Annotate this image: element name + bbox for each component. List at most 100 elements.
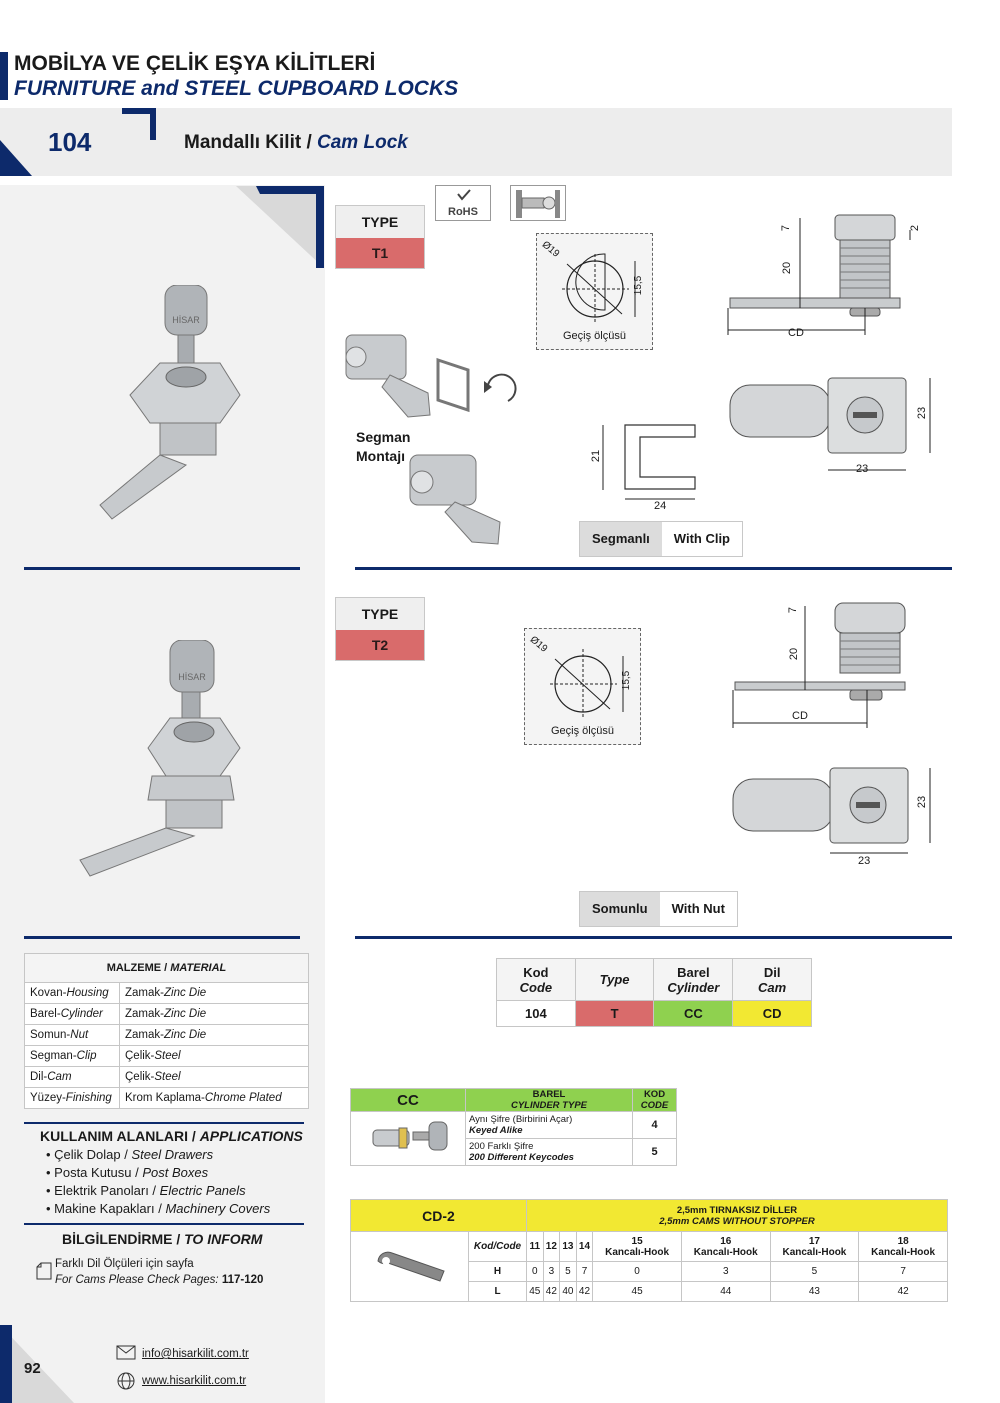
application-item: • Elektrik Panoları / Electric Panels [46,1183,246,1198]
web-link[interactable]: www.hisarkilit.com.tr [142,1375,247,1387]
t2-dim-c: 20 [788,647,801,661]
code-value: T [574,1000,655,1027]
mount-label-line2: Montajı [356,448,405,464]
clip-dim-w: 24 [654,500,667,512]
mounting-icon-box [510,185,566,221]
type2-pill-tr: Somunlu [580,892,660,926]
email-link[interactable]: info@hisarkilit.com.tr [142,1348,249,1360]
type1-box: TYPE T1 [335,205,425,269]
material-part: Somun-Nut [24,1024,120,1046]
code-value: CC [653,1000,734,1027]
cd-l-value: 42 [858,1281,948,1302]
t2-dim-a: 7 [787,606,800,614]
material-part: Dil-Cam [24,1066,120,1088]
type1-side-view-drawing [727,214,911,335]
material-value: Çelik-Steel [119,1066,309,1088]
cd-h-value: 7 [858,1261,948,1282]
cd-l-value: 45 [592,1281,682,1302]
rohs-badge: RoHS [435,185,491,221]
type1-cutout-box: Ø19 15,5 Geçiş ölçüsü [536,233,653,350]
inform-line1: Farklı Dil Ölçüleri için sayfa [55,1258,194,1270]
type2-cutout-label: Geçiş ölçüsü [551,725,614,737]
cd-column-header: 14 [575,1231,594,1262]
cd-h-value: 0 [526,1261,544,1282]
type2-front-view-drawing [732,767,931,854]
t1-dim-c: 20 [781,261,794,275]
catalog-title-en: FURNITURE and STEEL CUPBOARD LOCKS [14,77,459,100]
cd-l-value: 40 [559,1281,577,1302]
t1-dim-cd: CD [788,327,804,339]
inform-text: Farklı Dil Ölçüleri için sayfa For Cams … [55,1256,263,1288]
lock-t1-product-image: HİSAR [99,285,241,520]
clip-assembly-image [345,334,517,418]
cd-h-value: 5 [769,1261,860,1282]
cd-h-value: 3 [542,1261,561,1282]
decor-triangle-icon [236,186,324,268]
t1-dim-b: 2 [909,224,922,232]
product-name-tr: Mandallı Kilit / [184,132,312,153]
cd-column-header: 11 [526,1231,544,1262]
cc-row2-code: 5 [632,1138,677,1166]
type1-pill-tr: Segmanlı [580,522,662,556]
cd-h-value: 5 [559,1261,577,1282]
inform-pages: 117-120 [221,1274,264,1286]
cd-l-value: 44 [680,1281,771,1302]
code-value: 104 [496,1000,576,1027]
cd-h-label: H [468,1261,527,1282]
cutout-diagram-icon [562,253,636,324]
cd-h-value: 7 [575,1261,594,1282]
separator-right-1 [355,567,952,570]
separator-right-2 [355,936,952,939]
clip-dim-h: 21 [590,449,603,463]
rohs-text: RoHS [448,206,478,218]
cc-code: CC [350,1088,466,1112]
material-part: Kovan-Housing [24,982,120,1004]
globe-icon [117,1372,135,1390]
material-value: Zamak-Zinc Die [119,1003,309,1025]
page-number: 92 [24,1360,41,1377]
material-part: Yüzey-Finishing [24,1087,120,1109]
product-name-en: Cam Lock [317,132,408,153]
application-item: • Makine Kapakları / Machinery Covers [46,1201,271,1216]
lock-t2-product-image: HİSAR [79,640,241,877]
product-name: Mandallı Kilit / Cam Lock [184,132,408,154]
type1-mount-pill: Segmanlı With Clip [579,521,743,557]
corner-triangle-icon [0,140,32,176]
type2-cutout-flat: 15,5 [621,670,633,691]
clip-mounted-image [409,454,501,545]
material-title: MALZEME / MATERIAL [24,953,309,983]
t2-dim-w: 23 [858,855,871,867]
material-value: Krom Kaplama-Chrome Plated [119,1087,309,1109]
title-accent-bar [0,52,8,100]
cd-h-value: 0 [592,1261,682,1282]
inform-rule [24,1223,304,1225]
application-item: • Çelik Dolap / Steel Drawers [46,1147,214,1162]
applications-list: • Çelik Dolap / Steel Drawers • Posta Kut… [46,1146,270,1218]
material-value: Çelik-Steel [119,1045,309,1067]
cd-column-header: 13 [559,1231,577,1262]
application-item: • Posta Kutusu / Post Boxes [46,1165,209,1180]
email-icon [116,1345,136,1360]
cc-row1-desc: Aynı Şifre (Birbirini Açar)Keyed Alike [465,1111,633,1139]
mount-label-line1: Segman [356,429,411,445]
cd-l-value: 43 [769,1281,860,1302]
cam-icon [376,1251,445,1282]
